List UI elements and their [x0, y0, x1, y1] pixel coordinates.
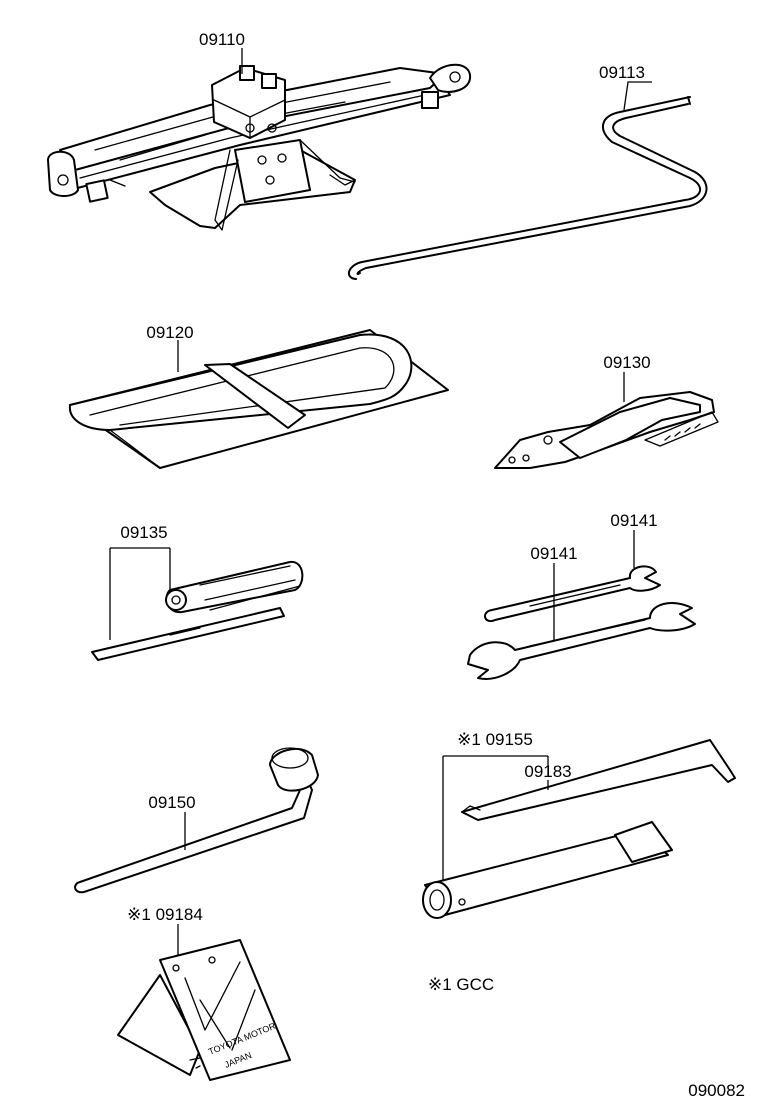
- footnote-gcc: ※1 GCC: [428, 975, 494, 994]
- wrench-small-drawing: [484, 565, 661, 623]
- screwdriver-drawing: [91, 560, 304, 661]
- jack-drawing: [47, 63, 472, 231]
- handle-bar-drawing: [461, 739, 736, 821]
- wheel-nut-wrench-drawing: [422, 821, 673, 919]
- lug-wrench-drawing: [74, 747, 319, 894]
- part-number-09120: 09120: [146, 323, 193, 342]
- part-number-09135: 09135: [120, 523, 167, 542]
- part-number-09130: 09130: [603, 353, 650, 372]
- wrench-large-drawing: [467, 602, 696, 680]
- part-number-09155: ※1 09155: [457, 730, 533, 749]
- part-number-09183: 09183: [524, 762, 571, 781]
- pliers-drawing: [494, 391, 719, 469]
- part-number-09113: 09113: [599, 63, 645, 82]
- part-number-09141-small: 09141: [610, 511, 657, 530]
- part-number-09141-large: 09141: [530, 544, 577, 563]
- part-number-09110: 09110: [199, 30, 245, 49]
- wheel-chock-drawing: TOYOTA MOTOR JAPAN: [117, 939, 291, 1081]
- diagram-id: 090082: [688, 1081, 745, 1100]
- part-number-09150: 09150: [148, 793, 195, 812]
- tool-bag-drawing: [68, 329, 449, 469]
- part-number-09184: ※1 09184: [127, 905, 203, 924]
- jack-handle-drawing: [347, 96, 708, 280]
